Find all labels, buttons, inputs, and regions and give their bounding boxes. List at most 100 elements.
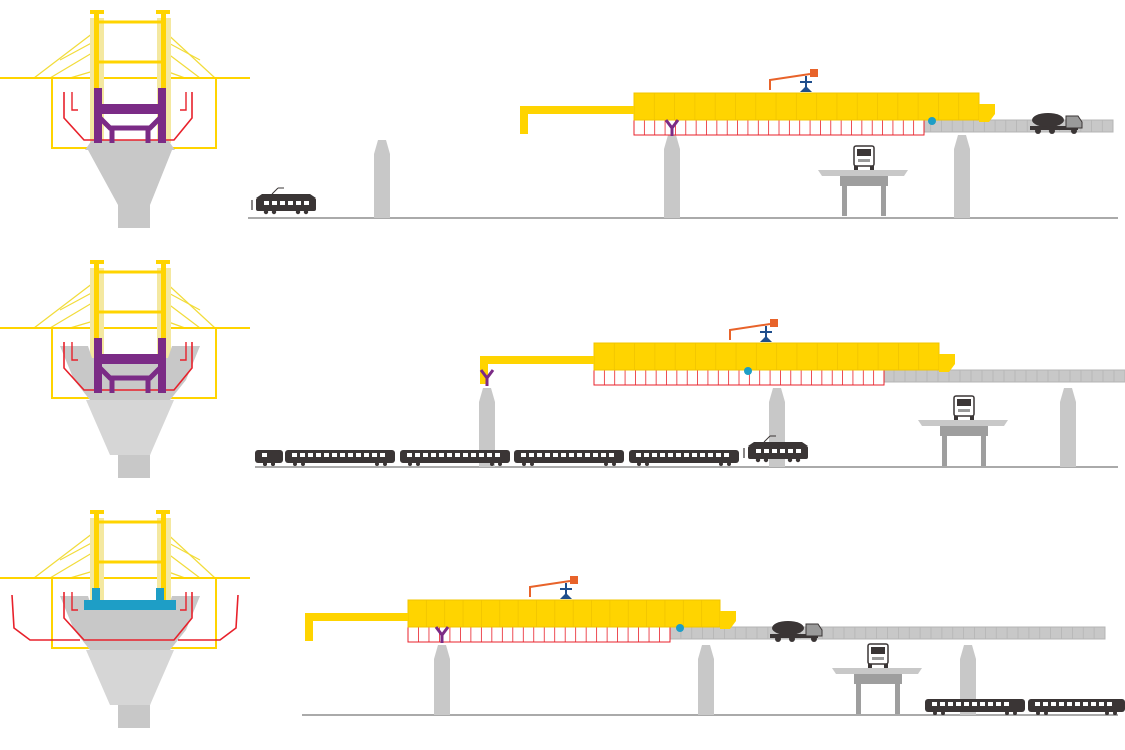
carriage-window bbox=[676, 453, 681, 457]
wheel bbox=[1105, 711, 1109, 715]
crane-base bbox=[760, 336, 772, 342]
wheel bbox=[295, 209, 301, 215]
pier-shaft bbox=[434, 645, 450, 715]
pier-shaft bbox=[479, 388, 495, 467]
wheel bbox=[303, 209, 309, 215]
carriage-window bbox=[1051, 702, 1056, 706]
overpass-deck bbox=[818, 170, 908, 176]
wheel bbox=[933, 711, 937, 715]
wheel bbox=[941, 711, 945, 715]
crane-arm bbox=[529, 580, 571, 597]
wheel bbox=[1013, 711, 1017, 715]
pier-cross-section bbox=[88, 150, 172, 228]
frame-post-left bbox=[94, 338, 102, 393]
overpass-crossbeam bbox=[840, 176, 888, 186]
carriage-window bbox=[609, 453, 614, 457]
pier-shaft bbox=[960, 645, 976, 715]
segment-outline bbox=[407, 599, 721, 628]
gantry-nose bbox=[305, 613, 408, 641]
gantry-tail bbox=[720, 611, 736, 629]
carriage-s2-5 bbox=[629, 450, 739, 466]
locomotive-window bbox=[764, 449, 769, 453]
crane-head bbox=[810, 69, 818, 77]
purple-y-support bbox=[479, 369, 495, 386]
wheel bbox=[795, 457, 801, 463]
overpass-leg-left bbox=[856, 684, 861, 714]
carriage-window bbox=[1043, 702, 1048, 706]
pier-head bbox=[86, 650, 174, 705]
locomotive-stage-2 bbox=[743, 435, 808, 463]
column-cap-right bbox=[156, 10, 170, 14]
carriage-window bbox=[380, 453, 385, 457]
truck-wheel-left bbox=[854, 166, 858, 170]
mixer-truck-stage-3 bbox=[770, 621, 823, 642]
overpass-crossbeam bbox=[940, 426, 988, 436]
carriage-window bbox=[521, 453, 526, 457]
carriage-window bbox=[964, 702, 969, 706]
formwork-open-right bbox=[178, 594, 239, 641]
formwork-lip-left bbox=[71, 592, 78, 611]
carriage-window bbox=[1035, 702, 1040, 706]
pier-2 bbox=[698, 645, 714, 715]
crane-2 bbox=[729, 319, 778, 342]
column-post-left bbox=[94, 262, 99, 392]
carriage-window bbox=[932, 702, 937, 706]
launching-gantry bbox=[593, 342, 940, 371]
elevation-3 bbox=[302, 599, 1118, 716]
carriage-s3-1 bbox=[925, 699, 1025, 715]
carriage-window bbox=[537, 453, 542, 457]
carriage-window bbox=[601, 453, 606, 457]
carriage-window bbox=[708, 453, 713, 457]
frame-post-left bbox=[94, 88, 102, 143]
gantry-nose bbox=[480, 356, 594, 384]
carriage-window bbox=[692, 453, 697, 457]
overpass-leg-right bbox=[981, 436, 986, 466]
wheel bbox=[416, 462, 420, 466]
completed-deck bbox=[919, 119, 1114, 133]
locomotive-window bbox=[272, 201, 277, 205]
crane-base bbox=[800, 86, 812, 92]
crane-head bbox=[770, 319, 778, 327]
wheel bbox=[301, 462, 305, 466]
frame-post-right bbox=[158, 88, 166, 143]
wheel bbox=[645, 462, 649, 466]
cross-section-3 bbox=[0, 510, 250, 728]
overpass-leg-right bbox=[895, 684, 900, 714]
locomotive-window bbox=[788, 449, 793, 453]
carriage-window bbox=[1067, 702, 1072, 706]
crane-3 bbox=[529, 576, 578, 599]
pier-2 bbox=[664, 135, 680, 218]
formwork-row bbox=[593, 369, 885, 386]
frame-beam-top bbox=[98, 104, 162, 114]
cable-stays bbox=[33, 529, 216, 579]
truck-grille bbox=[958, 409, 970, 412]
pier-1 bbox=[479, 388, 495, 467]
crane-arm bbox=[729, 323, 771, 340]
carriage-window bbox=[700, 453, 705, 457]
carriage-window bbox=[356, 453, 361, 457]
carriage-window bbox=[348, 453, 353, 457]
column-cap-left bbox=[90, 10, 104, 14]
carriage-window bbox=[660, 453, 665, 457]
overpass-1 bbox=[818, 170, 908, 216]
mixer-truck-stage-1 bbox=[1030, 113, 1083, 134]
overpass-3 bbox=[832, 668, 922, 714]
cyan-support bbox=[744, 367, 752, 375]
carriage-window bbox=[577, 453, 582, 457]
carriage-s2-2 bbox=[285, 450, 395, 466]
truck-wheel-left bbox=[868, 664, 872, 668]
segment-outline bbox=[593, 342, 940, 371]
frame-beam-lower bbox=[98, 116, 162, 131]
truck-chassis bbox=[770, 634, 818, 638]
truck-windshield bbox=[957, 399, 971, 406]
overpass-crossbeam bbox=[854, 674, 902, 684]
carriage-window bbox=[1099, 702, 1104, 706]
carriage-window bbox=[332, 453, 337, 457]
overpass-leg-left bbox=[942, 436, 947, 466]
locomotive-roof bbox=[256, 194, 316, 198]
carriage-window bbox=[529, 453, 534, 457]
overpass-2 bbox=[918, 420, 1008, 466]
carriage-window bbox=[980, 702, 985, 706]
truck-wheel-left bbox=[954, 416, 958, 420]
carriage-window bbox=[455, 453, 460, 457]
